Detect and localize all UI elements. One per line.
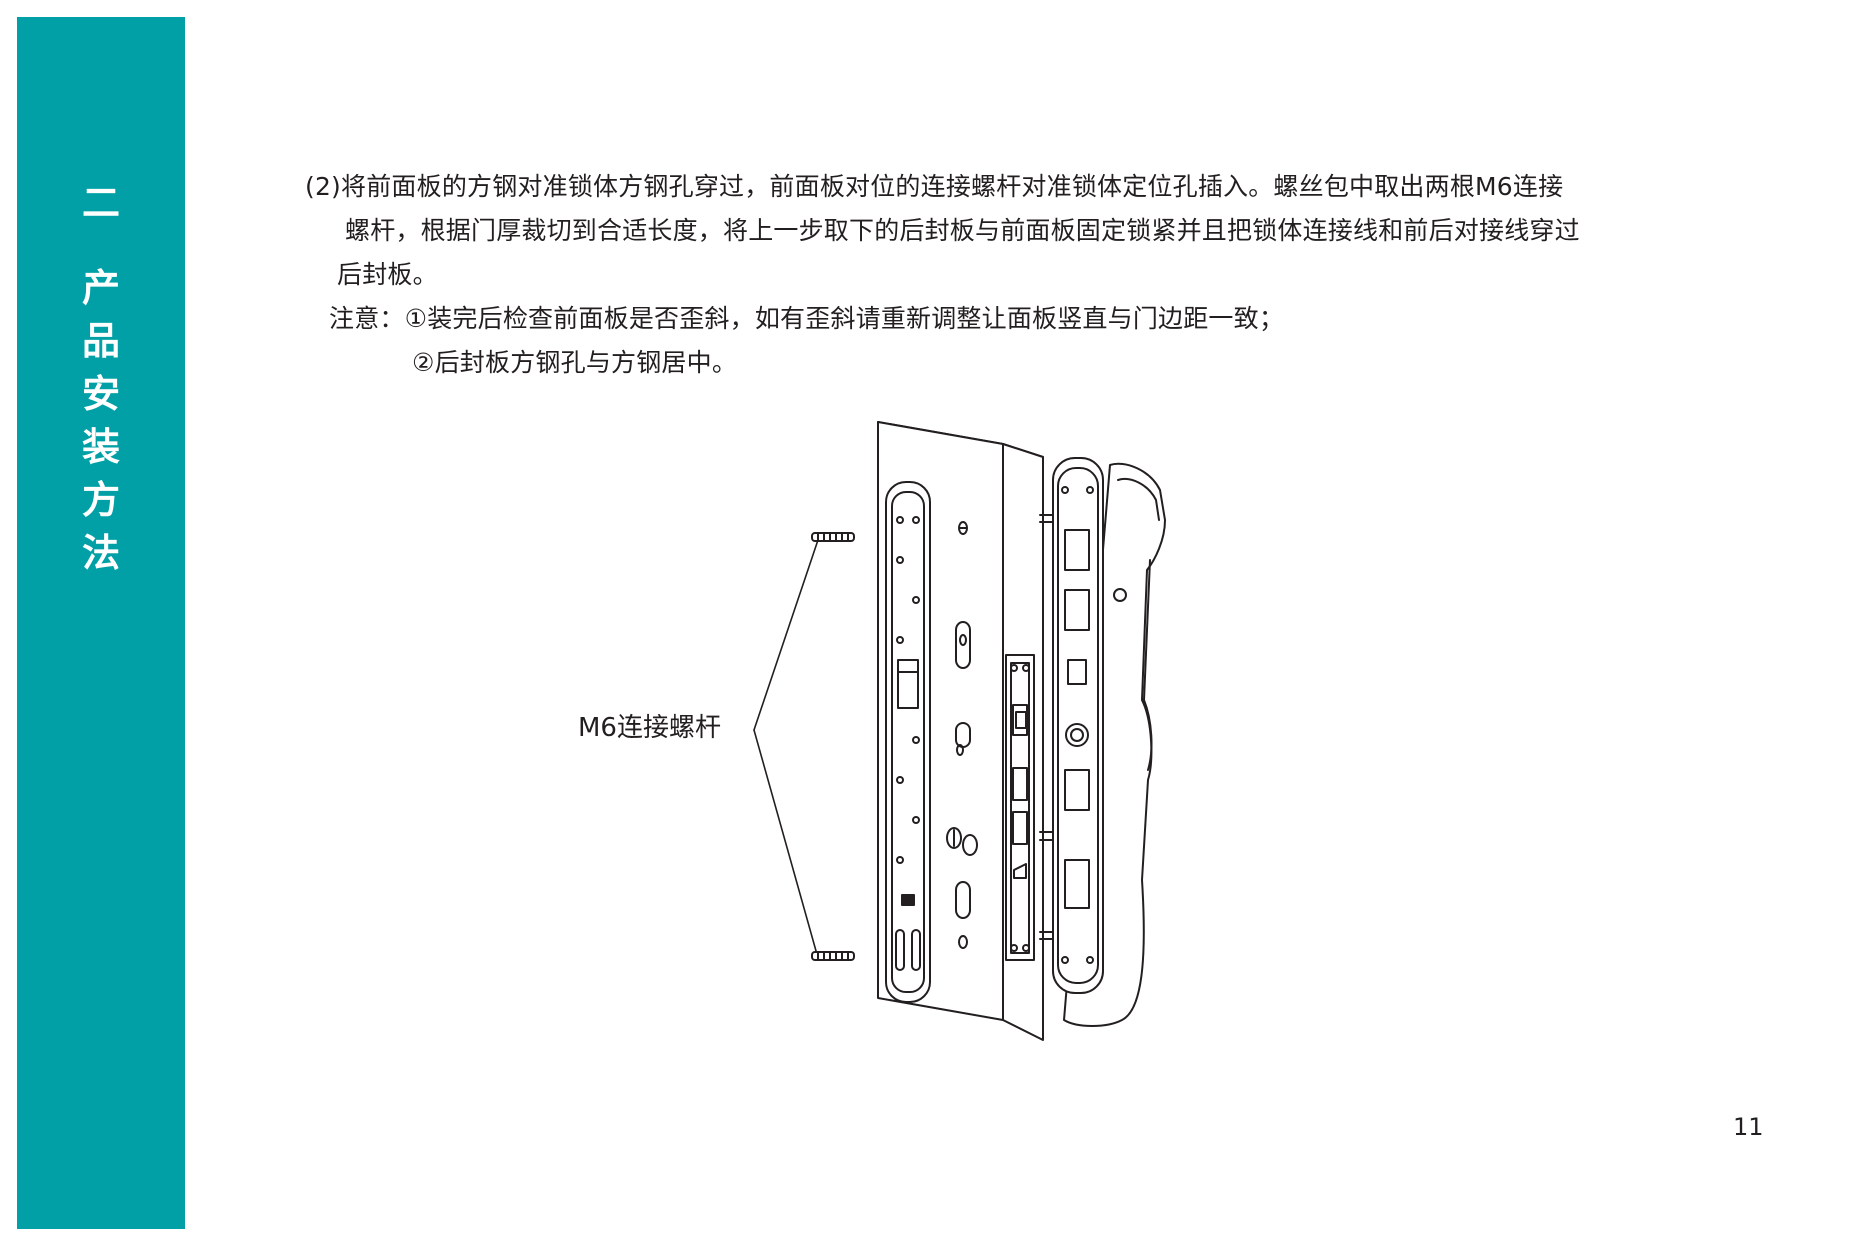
- section-sidebar: 二 产 品 安 装 方 法: [17, 17, 185, 1229]
- screw-callout-label: M6连接螺杆: [578, 713, 721, 743]
- instruction-text: (2)将前面板的方钢对准锁体方钢孔穿过，前面板对位的连接螺杆对准锁体定位孔插入。…: [305, 165, 1705, 385]
- section-title-char: 法: [81, 531, 120, 575]
- section-title-char: 品: [81, 319, 120, 363]
- callout-lines: [753, 539, 819, 959]
- back-cover-plate: [885, 481, 931, 1003]
- section-title-char: 安: [81, 372, 120, 416]
- section-title-char: 装: [81, 425, 120, 469]
- step-line: 后封板。: [337, 260, 438, 289]
- mortise-lock-faceplate: [1005, 654, 1035, 961]
- note-line: ②后封板方钢孔与方钢居中。: [412, 348, 738, 377]
- door-holes: [946, 521, 978, 949]
- step-line: 螺杆，根据门厚裁切到合适长度，将上一步取下的后封板与前面板固定锁紧并且把锁体连接…: [345, 216, 1580, 245]
- screw-top-icon: [811, 532, 855, 542]
- section-title: 二 产 品 安 装 方 法: [17, 177, 185, 580]
- page-number: 11: [1733, 1113, 1764, 1141]
- note-line: 注意：①装完后检查前面板是否歪斜，如有歪斜请重新调整让面板竖直与门边距一致；: [329, 304, 1285, 333]
- section-title-char: 产: [81, 266, 120, 310]
- front-panel-plate: [1052, 457, 1127, 994]
- lock-installation-diagram: [753, 421, 1166, 1041]
- section-number: 二: [81, 181, 120, 225]
- screw-bottom-icon: [811, 951, 855, 961]
- step-line: (2)将前面板的方钢对准锁体方钢孔穿过，前面板对位的连接螺杆对准锁体定位孔插入。…: [305, 172, 1564, 201]
- section-title-char: 方: [81, 478, 120, 522]
